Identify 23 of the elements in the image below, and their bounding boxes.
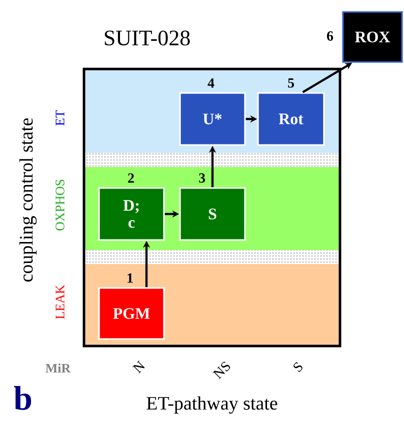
process-box: ROX [342,11,403,63]
title: SUIT-028 [104,30,190,46]
band-label: OXPHOS [56,180,64,230]
panel-letter: b [14,386,32,410]
process-box: S [179,187,246,241]
axis-title: ET-pathway state [146,396,278,414]
axis-tick-label: N [132,360,145,374]
process-box: Rot [257,92,325,146]
process-box: U* [179,92,246,146]
band-label: ET [56,110,64,126]
axis-tick-label: S [294,362,302,372]
step-number: 6 [326,31,334,41]
step-number: 5 [288,78,294,88]
step-number: 3 [199,173,206,183]
process-box: PGM [98,287,165,340]
axis-tick-label: NS [212,362,230,380]
step-number: 1 [128,273,133,283]
band-label: LEAK [56,284,64,319]
step-number: 4 [208,78,214,88]
medium-label: MiR [46,364,71,372]
step-number: 2 [128,173,134,183]
process-box: D; c [98,187,165,241]
axis-title: coupling control state [19,118,37,282]
